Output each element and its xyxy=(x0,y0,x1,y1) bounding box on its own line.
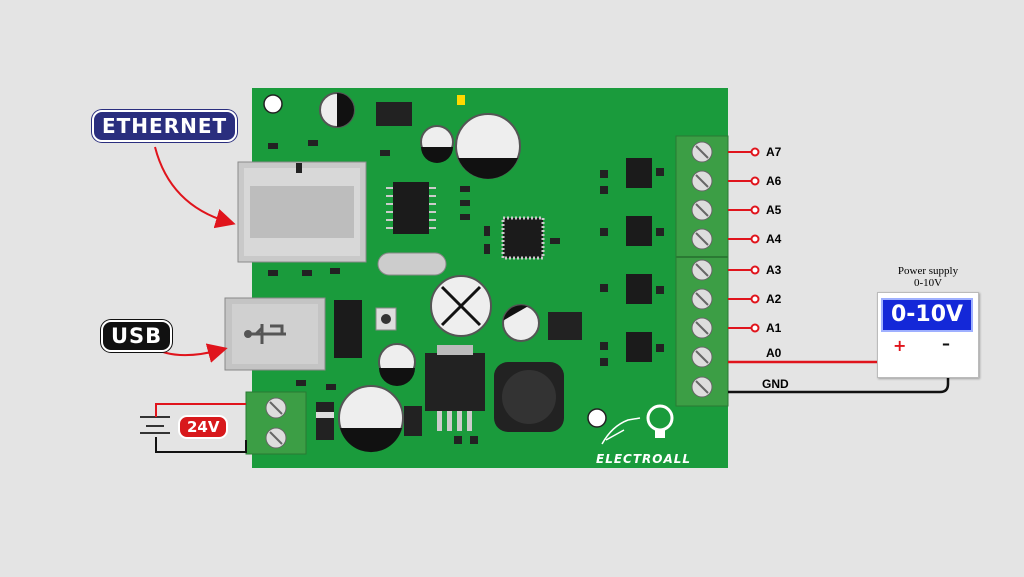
pin-label-a5: A5 xyxy=(766,203,782,217)
power-supply-title-line1: Power supply xyxy=(897,265,959,277)
ethernet-label: ETHERNET xyxy=(92,110,238,142)
opamp-chips xyxy=(626,158,652,362)
mounting-hole xyxy=(263,94,283,114)
capacitor xyxy=(378,343,416,386)
ps-plus-sign: + xyxy=(893,336,907,355)
ethernet-jack xyxy=(237,161,367,263)
capacitor xyxy=(338,385,404,453)
terminal-block-power xyxy=(245,391,307,455)
terminal-block-analog xyxy=(675,135,729,407)
mcu-chip xyxy=(501,216,545,260)
crystal xyxy=(377,252,447,276)
chip-ssop xyxy=(393,182,429,234)
led xyxy=(457,95,465,105)
pin-label-a3: A3 xyxy=(766,263,782,277)
power-supply-title-line2: 0-10V xyxy=(913,277,943,289)
pin-label-a0: A0 xyxy=(766,346,782,360)
pin-label-a4: A4 xyxy=(766,232,782,246)
power-supply-display: 0-10V xyxy=(881,298,973,332)
battery-symbol xyxy=(140,416,170,434)
chip-sop xyxy=(334,300,362,358)
lightbulb-icon xyxy=(646,404,674,438)
capacitor xyxy=(319,92,355,128)
transistor xyxy=(548,312,582,340)
capacitor xyxy=(455,113,521,179)
ps-minus-sign: – xyxy=(942,334,950,353)
pin-label-a6: A6 xyxy=(766,174,782,188)
transistor xyxy=(376,102,412,126)
brand-logo-text: ELECTROALL xyxy=(596,452,692,466)
gnd-label: GND xyxy=(762,377,789,391)
voltage-label: 24V xyxy=(178,415,229,439)
diode xyxy=(404,406,422,436)
capacitor xyxy=(430,275,492,337)
wire-24v-plus xyxy=(155,403,246,417)
diode xyxy=(316,402,334,440)
pin-label-a7: A7 xyxy=(766,145,782,159)
mounting-hole xyxy=(587,408,607,428)
pin-label-a2: A2 xyxy=(766,292,782,306)
usb-jack xyxy=(224,297,326,371)
capacitor xyxy=(420,125,454,163)
wire-gnd xyxy=(728,362,950,394)
power-supply-title: Power supply 0-10V xyxy=(880,265,976,289)
smd-components xyxy=(268,140,664,444)
capacitor xyxy=(502,304,540,342)
regulator xyxy=(425,353,485,411)
hand-icon xyxy=(601,417,641,445)
ethernet-arrow xyxy=(154,146,236,229)
usb-label: USB xyxy=(101,320,173,352)
pin-label-a1: A1 xyxy=(766,321,782,335)
wire-24v-minus xyxy=(155,437,247,453)
